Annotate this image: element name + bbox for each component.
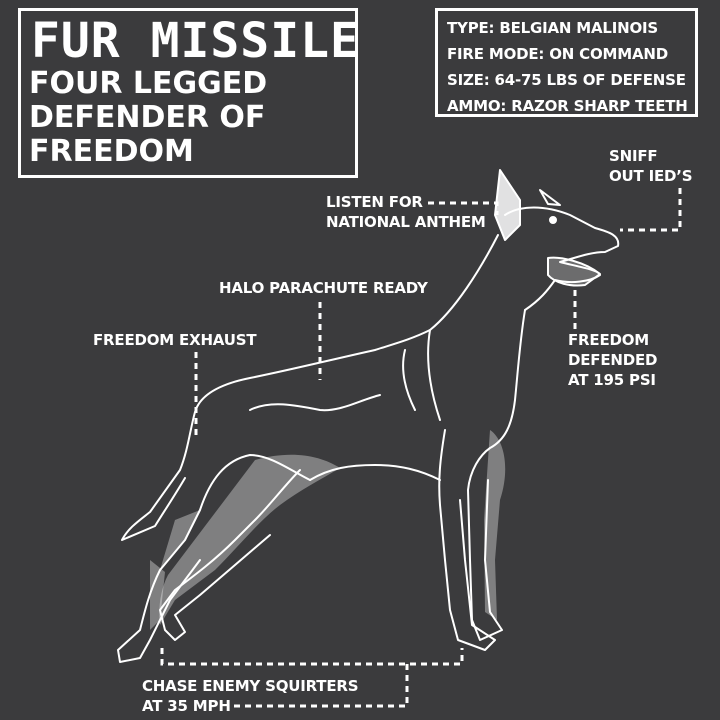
sniff-line (620, 188, 682, 232)
speed-line-2 (232, 664, 409, 708)
listen-line (428, 201, 499, 215)
dog-shading (150, 430, 506, 630)
label-listen: LISTEN FOR NATIONAL ANTHEM (326, 193, 486, 231)
label-exhaust: FREEDOM EXHAUST (93, 331, 257, 349)
label-sniff: SNIFF OUT IED’S (609, 147, 693, 185)
dog-outline (117, 169, 620, 663)
label-speed: CHASE ENEMY SQUIRTERS AT 35 MPH (142, 677, 359, 715)
title-main: FUR MISSILE (31, 13, 360, 69)
spec-type: TYPE: BELGIAN MALINOIS (447, 19, 659, 37)
label-bite: FREEDOM DEFENDED AT 195 PSI (568, 331, 658, 389)
spec-fire-mode: FIRE MODE: ON COMMAND (447, 45, 668, 63)
spec-box: TYPE: BELGIAN MALINOIS FIRE MODE: ON COM… (435, 8, 698, 117)
label-halo: HALO PARACHUTE READY (219, 279, 428, 297)
title-subtitle: FOUR LEGGED DEFENDER OF FREEDOM (29, 66, 268, 169)
title-box: FUR MISSILE FOUR LEGGED DEFENDER OF FREE… (18, 8, 360, 178)
spec-size: SIZE: 64-75 LBS OF DEFENSE (447, 71, 686, 89)
spec-ammo: AMMO: RAZOR SHARP TEETH (447, 97, 688, 115)
speed-line (160, 648, 464, 666)
callout-lines (160, 188, 682, 708)
